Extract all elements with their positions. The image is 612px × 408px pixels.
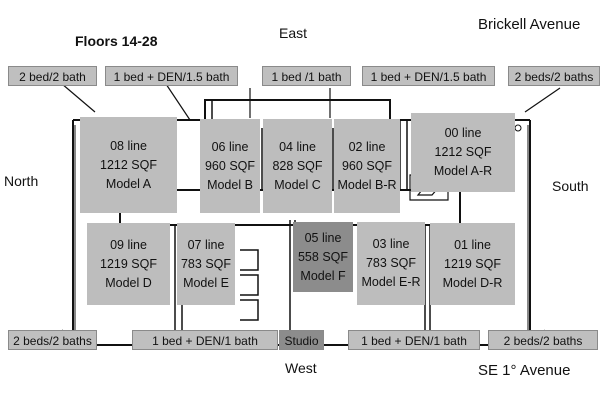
unit-07: 07 line 783 SQF Model E (177, 223, 235, 305)
west-label: West (285, 360, 317, 376)
unit-sqf: 960 SQF (204, 158, 256, 173)
top-label: 2 beds/2 baths (508, 66, 600, 86)
north-label: North (4, 173, 39, 189)
unit-06: 06 line 960 SQF Model B (200, 119, 260, 213)
top-label: 1 bed + DEN/1.5 bath (362, 66, 495, 86)
bottom-label-studio: Studio (279, 330, 324, 350)
unit-model: Model D (105, 275, 152, 290)
unit-line: 02 line (348, 139, 386, 154)
unit-line: 09 line (110, 237, 147, 252)
unit-line: 06 line (211, 139, 249, 154)
unit-sqf: 1212 SQF (434, 145, 492, 159)
unit-model: Model E (183, 275, 229, 290)
unit-model: Model A (105, 176, 152, 191)
unit-model: Model F (300, 268, 346, 283)
east-label: East (279, 25, 308, 41)
unit-line: 07 line (187, 237, 225, 252)
unit-sqf: 1219 SQF (444, 256, 501, 271)
unit-00: 00 line 1212 SQF Model A-R (411, 113, 515, 192)
unit-02: 02 line 960 SQF Model B-R (334, 119, 400, 213)
top-label: 1 bed /1 bath (262, 66, 351, 86)
unit-03: 03 line 783 SQF Model E-R (357, 222, 425, 305)
unit-line: 04 line (279, 139, 316, 154)
unit-model: Model B (207, 177, 253, 192)
unit-08: 08 line 1212 SQF Model A (80, 117, 177, 213)
unit-line: 00 line (444, 126, 482, 140)
unit-sqf: 783 SQF (180, 256, 232, 271)
bottom-label: 1 bed + DEN/1 bath (132, 330, 278, 350)
street-bottom: SE 1° Avenue (478, 362, 571, 379)
unit-sqf: 1219 SQF (100, 256, 157, 271)
unit-sqf: 1212 SQF (100, 157, 157, 172)
street-top: Brickell Avenue (478, 16, 581, 33)
unit-model: Model E-R (361, 275, 421, 289)
bottom-label: 2 beds/2 baths (8, 330, 97, 350)
unit-09: 09 line 1219 SQF Model D (87, 223, 170, 305)
top-label: 1 bed + DEN/1.5 bath (105, 66, 238, 86)
unit-sqf: 960 SQF (341, 158, 393, 173)
unit-line: 08 line (110, 138, 147, 153)
unit-line: 05 line (304, 230, 342, 245)
unit-line: 03 line (372, 237, 410, 251)
unit-04: 04 line 828 SQF Model C (263, 119, 332, 213)
unit-model: Model C (274, 177, 321, 192)
unit-model: Model B-R (337, 177, 397, 192)
top-label: 2 bed/2 bath (8, 66, 97, 86)
unit-01: 01 line 1219 SQF Model D-R (430, 223, 515, 305)
floors-label: Floors 14-28 (75, 33, 158, 49)
bottom-label: 1 bed + DEN/1 bath (348, 330, 480, 350)
unit-model: Model A-R (433, 164, 493, 178)
bottom-label: 2 beds/2 baths (488, 330, 598, 350)
unit-model: Model D-R (442, 275, 503, 290)
unit-sqf: 558 SQF (297, 249, 349, 264)
unit-05: 05 line 558 SQF Model F (293, 222, 353, 292)
unit-sqf: 828 SQF (272, 158, 323, 173)
south-label: South (552, 178, 589, 194)
unit-line: 01 line (454, 237, 491, 252)
unit-sqf: 783 SQF (365, 256, 417, 270)
